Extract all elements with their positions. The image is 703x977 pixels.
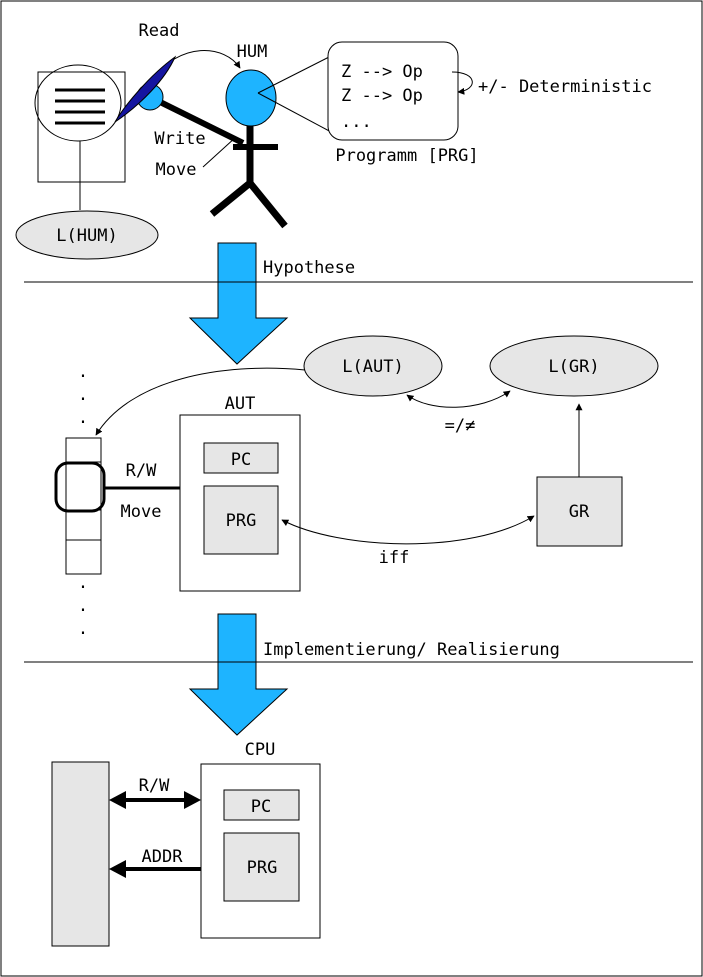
move-label-hum: Move bbox=[156, 160, 197, 180]
focus-circle bbox=[34, 64, 122, 142]
cpu-addr-label: ADDR bbox=[142, 847, 184, 867]
gr-label: GR bbox=[569, 502, 590, 522]
aut-pc-label: PC bbox=[231, 450, 251, 470]
write-label: Write bbox=[154, 129, 205, 149]
l-hum-ellipse bbox=[15, 210, 159, 260]
cpu-prg-box bbox=[223, 832, 300, 902]
implementierung-arrow bbox=[188, 613, 289, 736]
memory-block bbox=[51, 761, 110, 947]
iff-label: iff bbox=[379, 548, 410, 568]
aut-prg-box bbox=[203, 485, 279, 555]
cpu-addr-arrow-head bbox=[109, 860, 126, 878]
read-label: Read bbox=[139, 21, 180, 41]
pen-icon bbox=[114, 55, 177, 123]
cpu-prg-label: PRG bbox=[247, 858, 278, 878]
figure-head bbox=[225, 69, 277, 127]
aut-prg-label: PRG bbox=[226, 511, 257, 531]
program-line-3: ... bbox=[341, 112, 372, 132]
deterministic-loop-arrow bbox=[451, 71, 473, 95]
tape-dot-bottom-1: . bbox=[78, 573, 88, 593]
figure-right-leg bbox=[247, 180, 288, 229]
iff-arrow bbox=[281, 515, 535, 545]
program-line-1: Z --> Op bbox=[341, 62, 423, 82]
neq-label: =/≠ bbox=[445, 416, 476, 436]
l-gr-ellipse bbox=[489, 335, 659, 397]
tape-dot-bottom-2: . bbox=[78, 596, 88, 616]
cpu-label: CPU bbox=[245, 740, 276, 760]
tape bbox=[65, 437, 102, 575]
deterministic-label: +/- Deterministic bbox=[478, 77, 652, 97]
l-aut-label: L(AUT) bbox=[342, 357, 403, 377]
gr-box bbox=[536, 476, 623, 547]
figure-arm bbox=[148, 94, 245, 146]
program-line-2: Z --> Op bbox=[341, 86, 423, 106]
tape-dot-top-3: . bbox=[78, 408, 88, 428]
figure-left-leg bbox=[209, 180, 253, 217]
aut-pc-box bbox=[203, 442, 279, 474]
tape-dot-top-2: . bbox=[78, 385, 88, 405]
cpu-rw-arrow-right-head bbox=[184, 791, 201, 809]
hum-label: HUM bbox=[237, 42, 268, 62]
l-hum-label: L(HUM) bbox=[56, 226, 117, 246]
program-caption: Programm [PRG] bbox=[335, 146, 478, 166]
l-aut-ellipse bbox=[303, 335, 443, 397]
aut-label: AUT bbox=[225, 394, 256, 414]
cpu-pc-label: PC bbox=[251, 797, 271, 817]
language-compare-arrow bbox=[406, 390, 511, 408]
move-pointer-line bbox=[202, 136, 237, 168]
move-label-aut: Move bbox=[121, 502, 162, 522]
bubble-connector-bottom bbox=[257, 92, 334, 134]
bubble-connector-top bbox=[257, 54, 334, 94]
cpu-rw-label: R/W bbox=[139, 776, 170, 796]
hypothese-arrow bbox=[188, 242, 289, 365]
tape-dot-top-1: . bbox=[78, 362, 88, 382]
cpu-pc-box bbox=[223, 789, 300, 821]
l-aut-to-tape-arrow bbox=[95, 367, 306, 436]
tape-dot-bottom-3: . bbox=[78, 619, 88, 639]
l-gr-label: L(GR) bbox=[548, 357, 599, 377]
hypothese-label: Hypothese bbox=[263, 258, 355, 278]
cpu-rw-arrow-left-head bbox=[109, 791, 126, 809]
rw-label-aut: R/W bbox=[126, 461, 157, 481]
implementierung-label: Implementierung/ Realisierung bbox=[263, 640, 560, 660]
